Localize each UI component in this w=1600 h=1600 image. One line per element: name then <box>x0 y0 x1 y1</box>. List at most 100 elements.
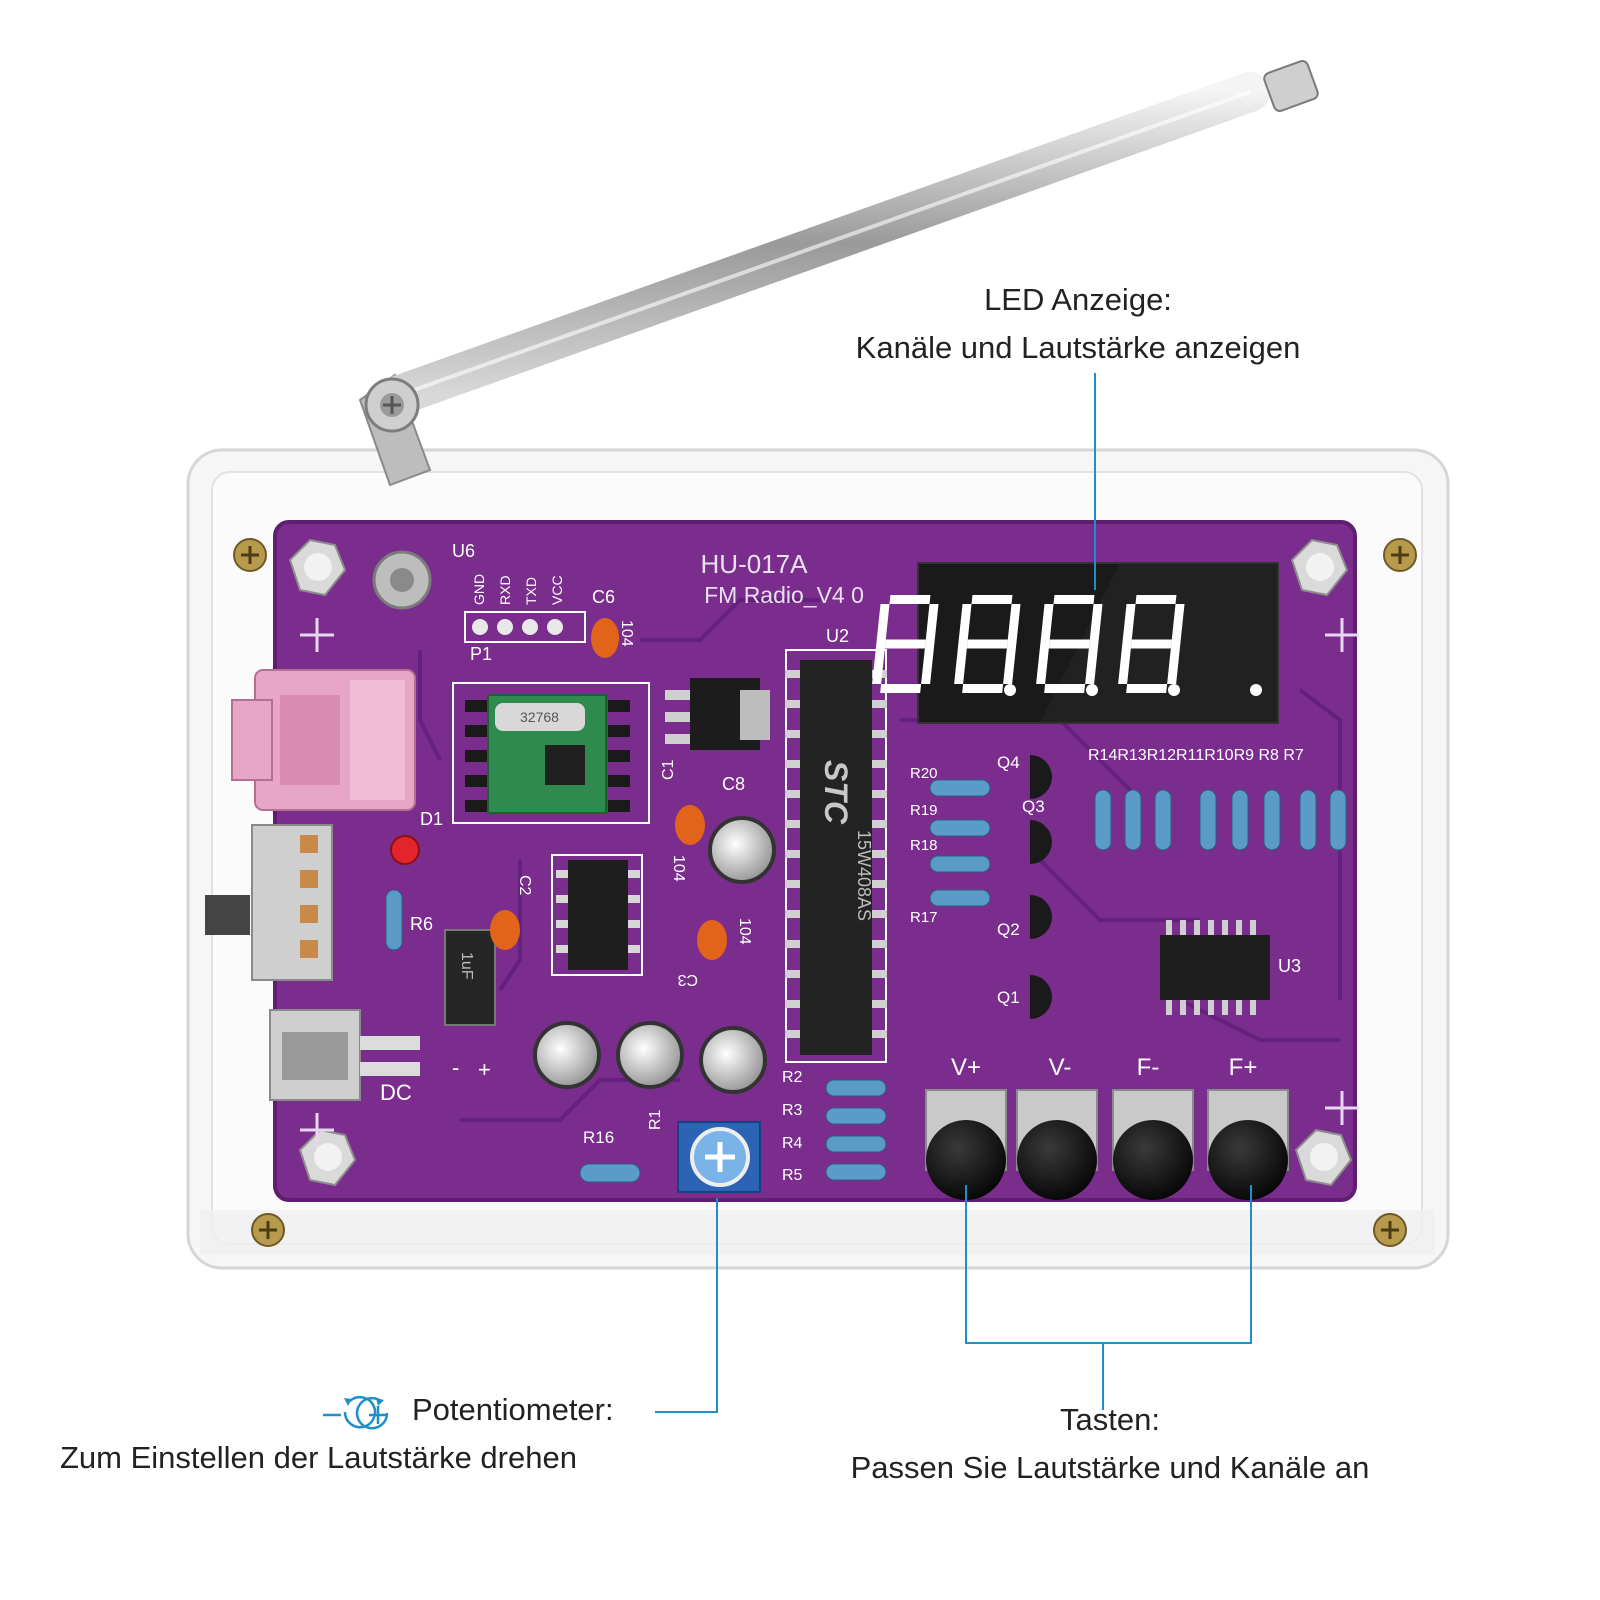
silk-q3: Q3 <box>1022 797 1045 816</box>
led-segment <box>1171 604 1185 644</box>
led-segment <box>1036 644 1050 684</box>
silk-c3-value: 104 <box>736 918 753 945</box>
label-freq-down: F- <box>1137 1054 1160 1081</box>
led-callout-title: LED Anzeige: <box>984 282 1172 317</box>
silk-q2: Q2 <box>997 920 1020 939</box>
button-freq-up[interactable] <box>1207 1089 1289 1200</box>
chip-brand: STC <box>818 760 854 825</box>
hex-nut-bottom-left <box>298 1128 357 1187</box>
led-segment <box>884 639 926 649</box>
silk-c6-value: 104 <box>618 620 635 647</box>
led-segment <box>958 604 972 644</box>
led-display-digits <box>872 595 1262 696</box>
fm-module <box>452 682 650 824</box>
led-decimal-point <box>1250 684 1262 696</box>
chip-model: 15W408AS <box>854 830 874 921</box>
silk-q4: Q4 <box>997 753 1020 772</box>
antenna <box>358 60 1319 487</box>
tasten-callout-title: Tasten: <box>1060 1402 1160 1437</box>
silk-pin-rxd: RXD <box>497 575 513 605</box>
led-segment <box>1085 644 1099 684</box>
led-callout-desc: Kanäle und Lautstärke anzeigen <box>855 330 1301 365</box>
silk-plus: + <box>478 1057 491 1082</box>
led-segment <box>962 684 1004 693</box>
silk-d1: D1 <box>420 809 443 829</box>
label-volume-down: V- <box>1049 1054 1072 1081</box>
hex-nut-top-left <box>288 538 347 597</box>
silk-c2: C2 <box>516 875 533 896</box>
transistors <box>1030 755 1052 1019</box>
corner-marks <box>300 618 1359 1147</box>
potentiometer[interactable] <box>677 1121 761 1193</box>
board-model-label: HU-017A <box>701 549 809 579</box>
led-segment <box>889 595 931 604</box>
led-segment <box>1048 639 1090 649</box>
led-segment <box>1135 595 1177 604</box>
led-segment <box>880 684 922 693</box>
poti-callout-desc: Zum Einstellen der Lautstärke drehen <box>60 1440 577 1475</box>
led-segment <box>1118 644 1132 684</box>
driver-chip-u3 <box>1160 920 1270 1015</box>
silk-minus: - <box>452 1055 459 1080</box>
led-d1 <box>390 835 420 865</box>
silk-crystal: 32768 <box>520 709 559 725</box>
led-segment <box>966 639 1008 649</box>
led-segment <box>921 644 935 684</box>
electrolytic-capacitors <box>444 816 776 1094</box>
led-segment <box>1053 595 1095 604</box>
board-version-label: FM Radio_V4 0 <box>704 582 864 608</box>
led-decimal-point <box>1004 684 1016 696</box>
label-freq-up: F+ <box>1229 1054 1258 1081</box>
button-freq-down[interactable] <box>1112 1089 1194 1200</box>
silk-p1: P1 <box>470 644 492 664</box>
silk-r2: R2 <box>782 1069 803 1086</box>
led-segment <box>1122 604 1136 644</box>
label-volume-up: V+ <box>951 1054 981 1081</box>
silk-r4: R4 <box>782 1135 803 1152</box>
rotate-minus-icon <box>323 1396 377 1429</box>
led-segment <box>1130 639 1172 649</box>
led-decimal-point <box>1086 684 1098 696</box>
led-segment <box>1126 684 1168 693</box>
silk-r5: R5 <box>782 1167 803 1184</box>
led-segment <box>1007 604 1021 644</box>
hex-nut-top-right <box>1290 538 1349 597</box>
tactile-buttons[interactable] <box>925 1089 1289 1200</box>
ceramic-capacitors <box>490 805 727 960</box>
silk-r3: R3 <box>782 1102 803 1119</box>
voltage-regulator <box>665 678 770 750</box>
led-segment <box>1167 644 1181 684</box>
led-segment <box>1003 644 1017 684</box>
resistors <box>385 779 1347 1183</box>
silk-c1: C1 <box>660 759 677 780</box>
silk-r1: R1 <box>647 1109 664 1130</box>
silk-top-resistors: R14R13R12R11R10R9 R8 R7 <box>1088 747 1304 764</box>
screw-icon <box>233 538 1417 1247</box>
headphone-jack <box>231 669 416 811</box>
rotate-plus-icon <box>355 1397 389 1430</box>
cap-value-label: 1uF <box>458 952 475 980</box>
silk-r20: R20 <box>910 765 938 782</box>
tasten-callout-desc: Passen Sie Lautstärke und Kanäle an <box>850 1450 1370 1485</box>
mcu-chip <box>785 649 887 1063</box>
silk-q1: Q1 <box>997 988 1020 1007</box>
led-decimal-point <box>1168 684 1180 696</box>
button-volume-down[interactable] <box>1016 1089 1098 1200</box>
power-switch[interactable] <box>205 824 333 981</box>
led-segment <box>872 644 886 684</box>
silk-u6: U6 <box>452 541 475 561</box>
hex-nut-bottom-right <box>1294 1128 1353 1187</box>
silk-r17: R17 <box>910 909 938 926</box>
silk-r6: R6 <box>410 914 433 934</box>
button-volume-up[interactable] <box>925 1089 1007 1200</box>
silk-c8: C8 <box>722 774 745 794</box>
led-segment <box>1044 684 1086 693</box>
silk-u3: U3 <box>1278 956 1301 976</box>
silk-u2: U2 <box>826 626 849 646</box>
led-segment <box>876 604 890 644</box>
silk-pin-vcc: VCC <box>549 575 565 605</box>
silk-r19: R19 <box>910 802 938 819</box>
silk-c1-value: 104 <box>670 855 687 882</box>
silk-pin-gnd: GND <box>471 574 487 605</box>
